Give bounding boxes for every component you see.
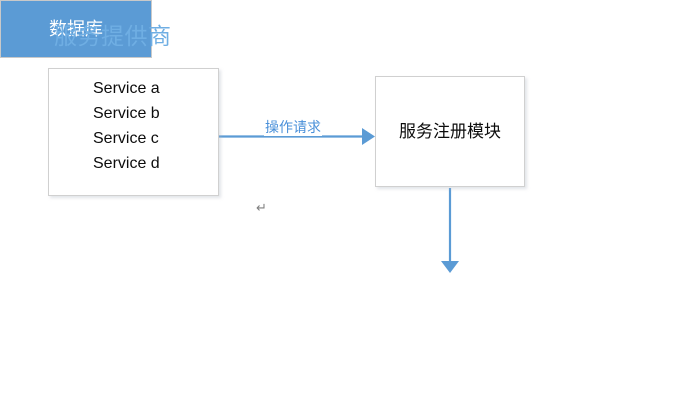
- edge-label-operation-request: 操作请求: [264, 118, 322, 136]
- list-item: Service a: [93, 80, 160, 97]
- database-label: 数据库: [49, 19, 103, 39]
- service-list: Service a Service b Service c Service d: [93, 76, 160, 176]
- list-item: Service c: [93, 130, 159, 147]
- list-item: Service d: [93, 155, 160, 172]
- arrow-services-to-registry: [219, 128, 375, 145]
- service-registry-label: 服务注册模块: [399, 121, 501, 141]
- list-item: Service b: [93, 105, 160, 122]
- service-registry-box[interactable]: 服务注册模块: [375, 76, 525, 187]
- section-title: 服务提供商: [54, 23, 172, 49]
- arrow-registry-to-database: [441, 188, 459, 273]
- return-mark-icon: ↵: [256, 200, 267, 215]
- service-provider-box[interactable]: Service a Service b Service c Service d: [48, 68, 219, 196]
- database-box[interactable]: 数据库: [0, 0, 152, 58]
